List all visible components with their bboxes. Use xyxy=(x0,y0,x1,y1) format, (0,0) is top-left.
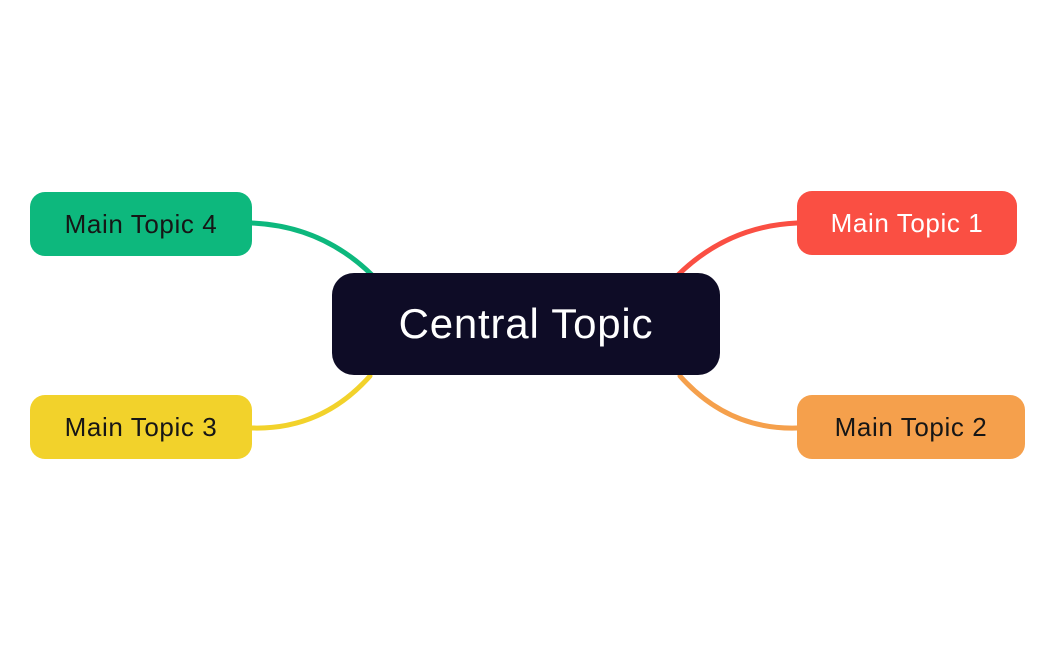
main-topic-2-label: Main Topic 2 xyxy=(834,411,988,442)
connector-main-topic-2 xyxy=(677,373,800,431)
connector-main-topic-4 xyxy=(249,220,375,278)
main-topic-4-node[interactable]: Main Topic 4 xyxy=(30,192,252,256)
connector-main-topic-1 xyxy=(675,220,800,278)
main-topic-1-label: Main Topic 1 xyxy=(830,207,984,238)
central-topic-node[interactable]: Central Topic xyxy=(332,273,720,375)
main-topic-1-node[interactable]: Main Topic 1 xyxy=(797,191,1017,255)
main-topic-3-node[interactable]: Main Topic 3 xyxy=(30,395,252,459)
connector-main-topic-3 xyxy=(249,373,373,431)
central-topic-label: Central Topic xyxy=(398,300,654,347)
main-topic-3-label: Main Topic 3 xyxy=(64,411,218,442)
main-topic-4-label: Main Topic 4 xyxy=(64,208,218,239)
main-topic-2-node[interactable]: Main Topic 2 xyxy=(797,395,1025,459)
